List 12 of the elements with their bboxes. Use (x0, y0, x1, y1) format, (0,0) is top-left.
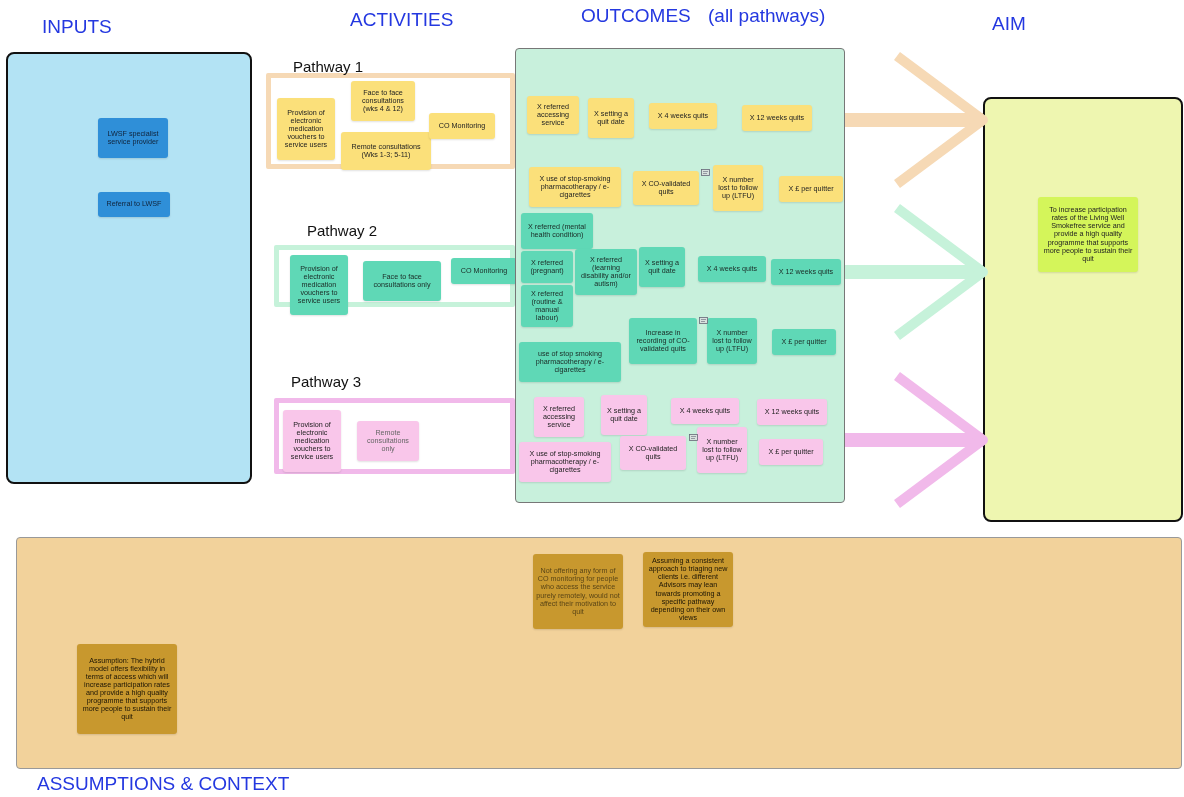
section-heading: OUTCOMES (581, 5, 691, 27)
section-heading: ASSUMPTIONS & CONTEXT (37, 773, 290, 795)
section-heading: ACTIVITIES (350, 9, 454, 31)
pathway-title: Pathway 2 (307, 222, 378, 239)
section-heading: INPUTS (42, 16, 112, 38)
section-heading: (all pathways) (708, 5, 826, 27)
pathway-arrow (845, 203, 988, 341)
pathway-arrow (845, 51, 988, 189)
pathway-arrow (845, 371, 988, 509)
pathway-title: Pathway 3 (291, 373, 362, 390)
section-heading: AIM (992, 13, 1026, 35)
pathway-title: Pathway 1 (293, 58, 364, 75)
